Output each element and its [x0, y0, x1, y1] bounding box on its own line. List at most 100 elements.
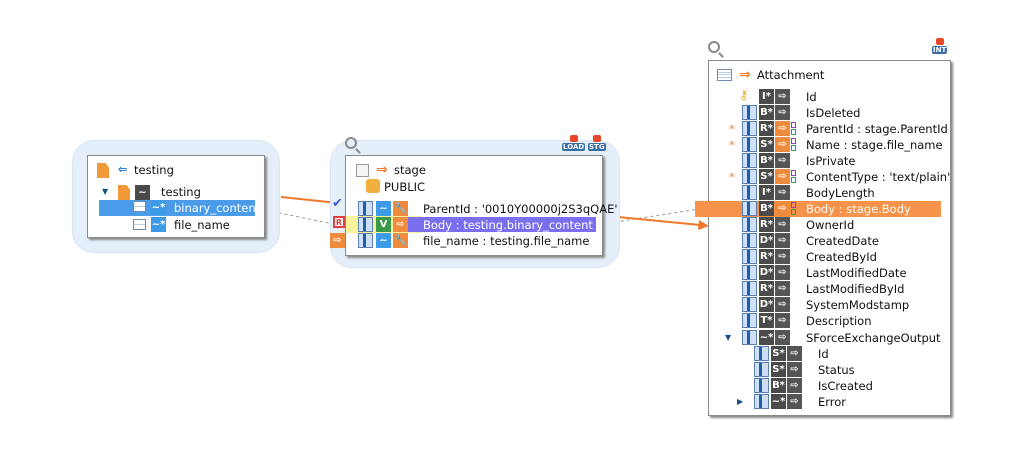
table-icon — [133, 201, 146, 212]
column-icon — [742, 313, 757, 328]
database-icon — [366, 179, 380, 193]
type-icon: B* — [771, 378, 786, 393]
mini-u-icon — [791, 122, 796, 128]
type-icon: B* — [759, 105, 774, 120]
type-icon: R* — [759, 121, 774, 136]
expand-icon[interactable]: ▶ — [737, 397, 744, 406]
int-badge-icon: INT — [932, 38, 948, 54]
source-title: testing — [134, 163, 174, 177]
load-badge-icon: LOAD — [562, 135, 586, 151]
expand-icon[interactable]: ▼ — [102, 187, 109, 196]
target-row[interactable]: *S*⇨ContentType : 'text/plain' — [709, 169, 950, 185]
column-icon — [754, 378, 769, 393]
target-row[interactable]: ▼ ~*⇨ SForceExchangeOutput — [709, 330, 950, 346]
expand-icon[interactable]: ▼ — [725, 333, 732, 342]
exit-icon: ⇨ — [775, 330, 790, 345]
stage-row[interactable]: ~🔧file_name : testing.file_name — [346, 233, 602, 249]
row-label: SForceExchangeOutput — [806, 331, 941, 345]
zoom-icon[interactable] — [345, 137, 357, 149]
target-row[interactable]: I*⇨BodyLength — [709, 185, 950, 201]
link-dashed-stage-target[interactable] — [602, 207, 706, 225]
target-row[interactable]: R*⇨CreatedById — [709, 249, 950, 265]
output-arrow-icon: ⇒ — [739, 67, 751, 83]
target-row[interactable]: B*⇨Body : stage.Body — [695, 201, 950, 217]
target-row[interactable]: D*⇨LastModifiedDate — [709, 265, 950, 281]
target-row[interactable]: *S*⇨Name : stage.file_name — [709, 137, 950, 153]
zoom-icon[interactable] — [708, 41, 720, 53]
type-icon: R* — [759, 249, 774, 264]
reject-icon[interactable]: R — [333, 216, 345, 228]
exit-icon[interactable]: ⇨ — [330, 233, 345, 248]
stage-row[interactable]: V⇨ Body : testing.binary_content — [346, 217, 602, 233]
row-label: Name : stage.file_name — [806, 138, 943, 152]
type-icon: S* — [759, 169, 774, 184]
type-icon: D* — [759, 265, 774, 280]
target-row[interactable]: R*⇨LastModifiedById — [709, 281, 950, 297]
target-row[interactable]: B*⇨IsDeleted — [709, 105, 950, 121]
exit-icon: ⇨ — [775, 121, 790, 136]
row-label: Body : testing.binary_content — [423, 218, 593, 232]
stage-title: stage — [394, 163, 426, 177]
source-box[interactable]: ⇐ testing ▼ ~ testing ~* binary_content … — [87, 155, 265, 238]
source-field-binary-content[interactable]: ~* binary_content — [99, 200, 260, 216]
field-label: binary_content — [174, 201, 261, 215]
target-row[interactable]: *R*⇨ParentId : stage.ParentId — [709, 121, 950, 137]
mini-u-icon — [791, 170, 796, 176]
exit-icon: ⇨ — [787, 378, 802, 393]
target-row[interactable]: S*⇨Id — [709, 346, 950, 362]
mini-u-icon — [791, 202, 796, 208]
row-label: ParentId : '0010Y00000j2S3qQAE' — [423, 202, 618, 216]
exit-icon: ⇨ — [775, 153, 790, 168]
column-icon — [742, 185, 757, 200]
target-row[interactable]: D*⇨CreatedDate — [709, 233, 950, 249]
stage-box[interactable]: ⇒ stage PUBLIC ~🔧ParentId : '0010Y00000j… — [345, 155, 618, 256]
structure-icon — [742, 330, 757, 345]
type-icon: B* — [759, 201, 774, 216]
exit-icon: ⇨ — [775, 265, 790, 280]
exit-icon: ⇨ — [775, 217, 790, 232]
table-icon — [133, 219, 146, 230]
check-icon[interactable]: ✔ — [332, 196, 343, 211]
target-title: Attachment — [757, 68, 825, 82]
exit-icon: ⇨ — [775, 89, 790, 104]
target-row[interactable]: B*⇨IsCreated — [709, 378, 950, 394]
mini-i-icon — [791, 177, 796, 183]
row-label: Body : stage.Body — [806, 202, 911, 216]
type-icon: T* — [759, 313, 774, 328]
stage-row[interactable]: ~🔧 ParentId : '0010Y00000j2S3qQAE' — [346, 201, 618, 217]
exit-icon: ⇨ — [393, 217, 408, 232]
column-icon — [742, 217, 757, 232]
target-row[interactable]: R*⇨OwnerId — [709, 217, 950, 233]
row-label: Error — [818, 395, 847, 409]
table-icon — [717, 69, 732, 81]
wrench-icon: 🔧 — [393, 233, 408, 248]
arrowhead-stage-target — [698, 220, 709, 230]
exit-icon: ⇨ — [775, 105, 790, 120]
target-row[interactable]: S*⇨Status — [709, 362, 950, 378]
target-row[interactable]: ⚷I*⇨Id — [709, 88, 950, 105]
link-arrow-stage-target[interactable] — [607, 215, 701, 226]
row-label: BodyLength — [806, 186, 875, 200]
type-icon: ~* — [759, 330, 774, 345]
row-label: file_name : testing.file_name — [423, 234, 590, 248]
required-icon: * — [729, 138, 735, 152]
type-icon: S* — [759, 137, 774, 152]
column-icon — [742, 233, 757, 248]
type-icon: ~ — [376, 201, 391, 216]
target-row[interactable]: D*⇨SystemModstamp — [709, 297, 950, 313]
row-label: ParentId : stage.ParentId — [806, 122, 948, 136]
target-row[interactable]: ▶~*⇨Error — [709, 394, 950, 410]
type-icon: V — [376, 217, 391, 232]
column-icon — [754, 346, 769, 361]
column-icon — [742, 201, 757, 216]
column-icon — [742, 153, 757, 168]
source-field-file-name[interactable]: ~* file_name — [99, 217, 255, 233]
row-label: Id — [806, 90, 817, 104]
target-row[interactable]: B*⇨IsPrivate — [709, 153, 950, 169]
source-schema: testing — [161, 185, 201, 199]
link-arrow-source-stage[interactable] — [280, 196, 339, 204]
target-row[interactable]: T*⇨Description — [709, 313, 950, 329]
wrench-icon: 🔧 — [393, 201, 408, 216]
exit-icon: ⇨ — [775, 249, 790, 264]
